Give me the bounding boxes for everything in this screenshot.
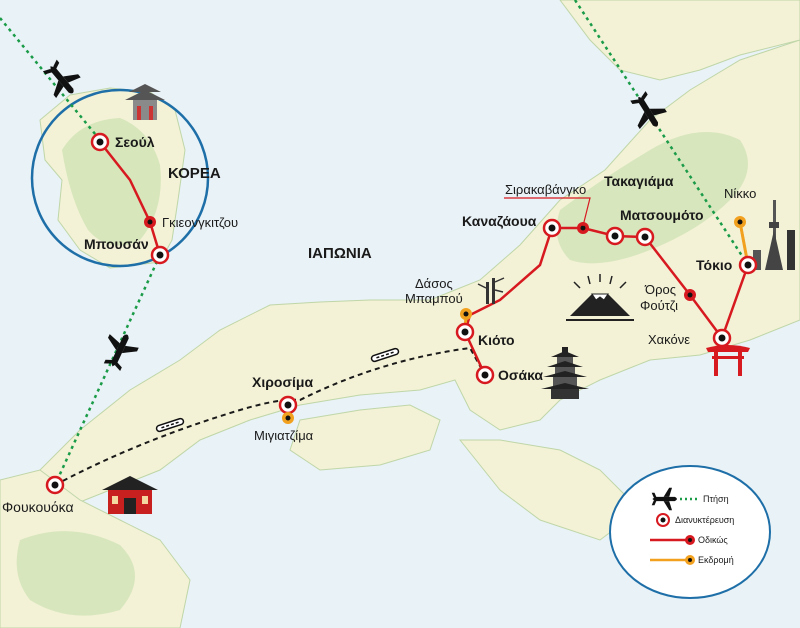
- label-shirakawago: Σιρακαβάνγκο: [505, 182, 586, 197]
- region-japan: ΙΑΠΩΝΙΑ: [308, 245, 372, 262]
- legend-excursion: Εκδρομή: [698, 555, 734, 565]
- label-bamboo-line1: Δάσος: [415, 276, 453, 291]
- palace-icon: [125, 84, 165, 120]
- excursion-points: [282, 216, 746, 424]
- mount-fuji-icon: [566, 274, 634, 321]
- legend-stopover: Διανυκτέρευση: [675, 515, 734, 525]
- legend: Πτήση Διανυκτέρευση Οδικώς Εκδρομή: [609, 465, 771, 599]
- legend-flight: Πτήση: [703, 494, 729, 504]
- japan-hills: [556, 132, 748, 264]
- label-seoul: Σεούλ: [115, 134, 155, 150]
- label-tokyo: Τόκιο: [696, 257, 732, 273]
- legend-road: Οδικώς: [698, 535, 728, 545]
- label-takayama: Τακαγιάμα: [604, 173, 674, 189]
- label-fukuoka: Φουκουόκα: [2, 499, 74, 515]
- label-kanazawa: Καναζάουα: [462, 213, 537, 229]
- label-osaka: Οσάκα: [498, 367, 543, 383]
- label-gyeongju: Γκιεονγκιτζου: [162, 215, 238, 230]
- label-busan: Μπουσάν: [84, 236, 149, 252]
- flight-line-busan-fukuoka: [53, 254, 162, 486]
- label-bamboo-line2: Μπαμπού: [405, 291, 463, 306]
- korea-inset-circle: [30, 88, 210, 268]
- shikoku-land: [289, 404, 441, 471]
- label-fuji-line1: Όρος: [644, 282, 676, 297]
- label-hiroshima: Χιροσίμα: [252, 374, 313, 390]
- flight-line-to-seoul: [0, 17, 101, 141]
- train-route: [54, 346, 486, 486]
- torii-gate-icon: [706, 345, 750, 376]
- label-fuji-line2: Φούτζι: [640, 298, 678, 313]
- label-hakone: Χακόνε: [648, 332, 690, 347]
- korea-hills: [62, 118, 161, 246]
- road-waypoints: [144, 216, 696, 301]
- pagoda-icon: [541, 347, 589, 399]
- label-kyoto: Κιότο: [478, 332, 515, 348]
- label-miyajima: Μιγιατζίμα: [254, 428, 314, 443]
- skytree-icon: [753, 200, 795, 270]
- road-route-korea: [99, 141, 162, 256]
- legend-frame: [609, 465, 771, 599]
- region-korea: ΚΟΡΕΑ: [168, 165, 221, 182]
- callout-shirakawago: [504, 197, 591, 227]
- temple-gate-icon: [102, 476, 158, 514]
- label-matsumoto: Ματσουμότο: [620, 207, 704, 223]
- north-land: [559, 0, 800, 81]
- bamboo-icon: [477, 277, 505, 304]
- label-nikko: Νίκκο: [724, 186, 756, 201]
- kyushu-hills: [16, 531, 136, 616]
